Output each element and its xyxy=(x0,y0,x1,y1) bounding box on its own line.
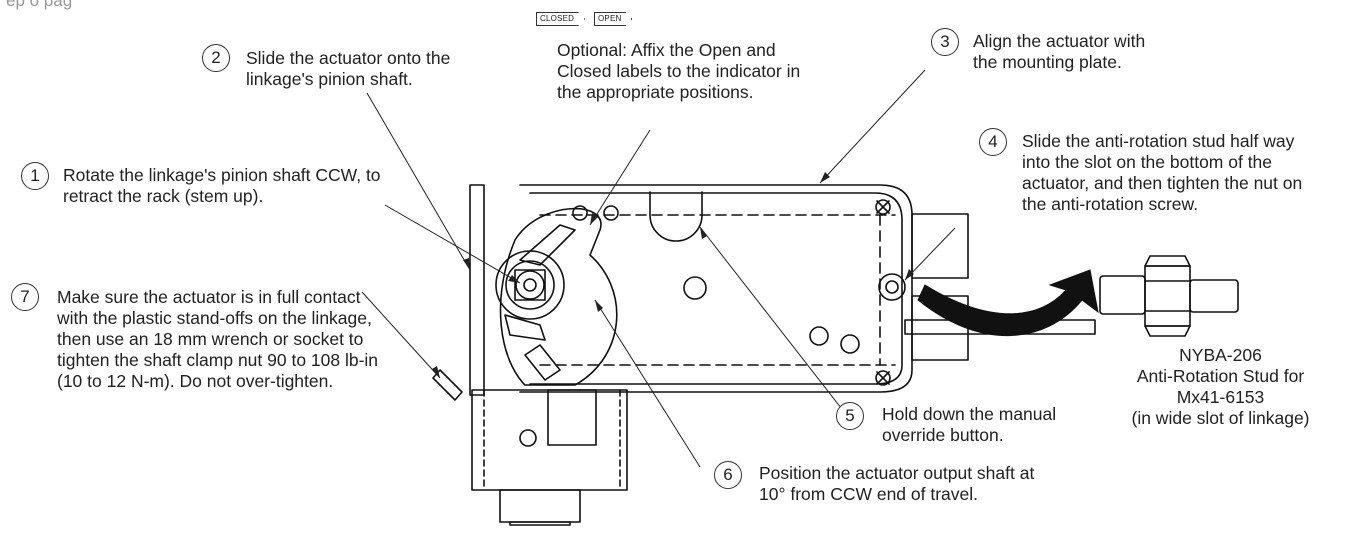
step-1-number: 1 xyxy=(21,162,49,190)
stud-caption: NYBA-206 Anti-Rotation Stud for Mx41-615… xyxy=(1088,345,1353,429)
stud-caption-location: (in wide slot of linkage) xyxy=(1131,408,1310,428)
step-7-text: Make sure the actuator is in full contac… xyxy=(57,287,379,391)
step-7-number: 7 xyxy=(11,283,39,311)
step-2-text: Slide the actuator onto the linkage's pi… xyxy=(246,48,451,89)
leader-line-step-3 xyxy=(819,69,926,184)
leader-line-step-2 xyxy=(366,92,471,271)
step-4-number: 4 xyxy=(979,128,1007,156)
leader-line-optional xyxy=(589,129,651,226)
step-2-number: 2 xyxy=(202,44,230,72)
page-header-fragment: ep o pag xyxy=(6,0,73,10)
leader-line-step-5 xyxy=(699,226,846,414)
anti-rotation-stud xyxy=(1099,255,1239,337)
leader-line-step-4 xyxy=(904,227,956,281)
output-hub xyxy=(432,207,618,401)
step-6-text: Position the actuator output shaft at 10… xyxy=(759,463,1035,504)
step-6-number: 6 xyxy=(714,461,742,489)
leader-line-step-6 xyxy=(594,299,701,468)
step-3-number: 3 xyxy=(931,28,959,56)
step-5-number: 5 xyxy=(836,402,864,430)
linkage-bracket xyxy=(469,184,628,526)
stud-arrow xyxy=(917,269,1099,337)
leader-line-step-7 xyxy=(361,291,441,379)
stud-caption-model: Mx41-6153 xyxy=(1176,387,1265,407)
stud-caption-description: Anti-Rotation Stud for xyxy=(1136,366,1305,386)
step-4-text: Slide the anti-rotation stud half way in… xyxy=(1022,131,1303,214)
optional-note: Optional: Affix the Open and Closed labe… xyxy=(557,40,801,102)
step-5-text: Hold down the manual override button. xyxy=(882,404,1057,445)
step-3-text: Align the actuator with the mounting pla… xyxy=(973,31,1146,72)
closed-label-tag: CLOSED xyxy=(536,12,585,26)
step-1-text: Rotate the linkage's pinion shaft CCW, t… xyxy=(63,165,381,206)
actuator-body xyxy=(519,184,1096,393)
open-label-tag: OPEN xyxy=(594,12,632,26)
leader-line-step-1 xyxy=(384,204,521,284)
stud-caption-part-number: NYBA-206 xyxy=(1179,345,1262,365)
